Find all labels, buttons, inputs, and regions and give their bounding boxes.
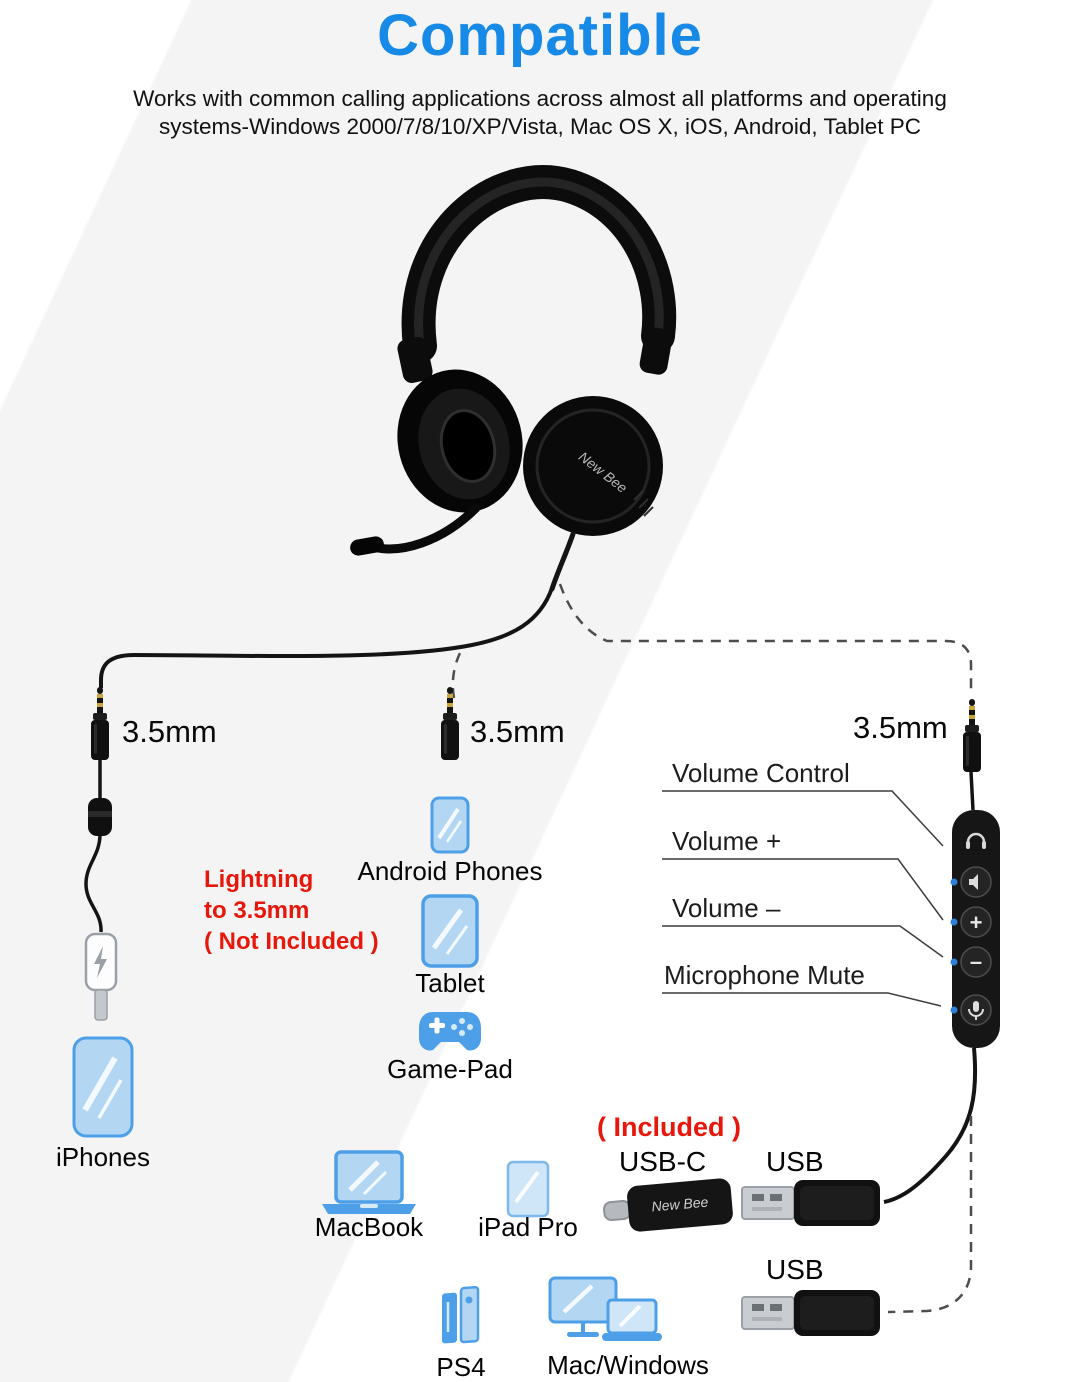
not-included-note-line-1: Lightning (204, 866, 314, 893)
subtitle-line-2: systems-Windows 2000/7/8/10/XP/Vista, Ma… (158, 114, 921, 139)
cable-to-left-jack (99, 587, 554, 688)
usb-label-top: USB (766, 1146, 824, 1177)
blue-indicator-dot (950, 958, 958, 966)
not-included-note-line-3: ( Not Included ) (204, 928, 379, 955)
inline-remote-control: + – (950, 810, 1000, 1048)
android-phone-icon (430, 796, 470, 854)
usb-c-adapter-icon: New Bee (603, 1178, 733, 1232)
macbook-icon (322, 1150, 416, 1214)
speaker-icon (969, 874, 978, 890)
gamepad-label: Game-Pad (387, 1054, 513, 1084)
minus-glyph: – (970, 949, 982, 974)
blue-indicator-dot (950, 1006, 958, 1014)
ps4-label: PS4 (436, 1352, 486, 1382)
mac-windows-label: Mac/Windows (547, 1350, 709, 1380)
mac-windows-icon (548, 1276, 662, 1341)
gamepad-icon (419, 1012, 481, 1051)
jack-3-5mm-middle-icon (441, 687, 459, 760)
ps4-icon (442, 1286, 480, 1344)
blue-indicator-dot (950, 878, 958, 886)
leader-volume-control (662, 790, 944, 847)
volume-control-label: Volume Control (672, 758, 850, 788)
tablet-icon (421, 894, 479, 968)
headset-illustration: New Bee (350, 165, 677, 592)
mic-icon (973, 1001, 979, 1012)
mic-capsule (350, 536, 384, 556)
left-jack-label: 3.5mm (122, 714, 217, 749)
usb-c-label: USB-C (619, 1146, 707, 1177)
not-included-note-line-2: to 3.5mm (204, 897, 310, 924)
middle-jack-label: 3.5mm (470, 714, 565, 749)
lightning-bolt-glyph (94, 946, 107, 978)
volume-minus-label: Volume – (672, 893, 781, 923)
iphone-icon (72, 1036, 134, 1138)
blue-indicator-dot (950, 918, 958, 926)
dashed-line-middle-jack (451, 648, 464, 699)
plus-glyph: + (970, 910, 983, 935)
leader-mic-mute (662, 992, 942, 1007)
usb-a-connector-bottom-icon (741, 1290, 880, 1336)
lightning-connector-icon (84, 932, 118, 1021)
right-ear-cup (523, 396, 663, 536)
headphone-icon (966, 832, 986, 843)
dashed-line-bottom-usb (887, 1116, 973, 1314)
left-hinge (397, 337, 433, 383)
usb-c-adapter-brand: New Bee (651, 1194, 709, 1215)
jack-3-5mm-right-icon (963, 699, 981, 772)
mic-boom (373, 503, 481, 554)
tablet-label: Tablet (415, 968, 485, 998)
included-note: ( Included ) (597, 1112, 741, 1142)
volume-minus-button (960, 946, 992, 978)
macbook-label: MacBook (314, 1212, 424, 1242)
usb-label-bottom: USB (766, 1254, 824, 1285)
leader-volume-plus (662, 858, 944, 921)
female-3-5mm-adapter-icon (88, 798, 112, 836)
cable-remote-to-usb (883, 1047, 978, 1204)
jack-3-5mm-left-icon (91, 687, 109, 760)
volume-plus-button (960, 906, 992, 938)
dashed-line-right-jack (558, 583, 973, 696)
subtitle-line-1: Works with common calling applications a… (133, 86, 947, 111)
microphone-mute-label: Microphone Mute (664, 960, 865, 990)
cable-stub (549, 531, 576, 592)
ipad-pro-icon (506, 1160, 550, 1218)
right-hinge (639, 327, 673, 375)
iphones-label: iPhones (56, 1142, 150, 1172)
adapter-cable (84, 833, 103, 933)
cable-jack-to-remote (969, 771, 975, 811)
android-phones-label: Android Phones (357, 856, 543, 886)
page-title: Compatible (377, 3, 703, 68)
volume-plus-label: Volume + (672, 826, 782, 856)
headband (401, 165, 677, 363)
leader-volume-minus (662, 925, 944, 958)
ipad-pro-label: iPad Pro (478, 1212, 578, 1242)
usb-a-connector-top-icon (741, 1180, 880, 1226)
right-jack-label: 3.5mm (853, 710, 948, 745)
ear-cup-vents (633, 490, 654, 517)
